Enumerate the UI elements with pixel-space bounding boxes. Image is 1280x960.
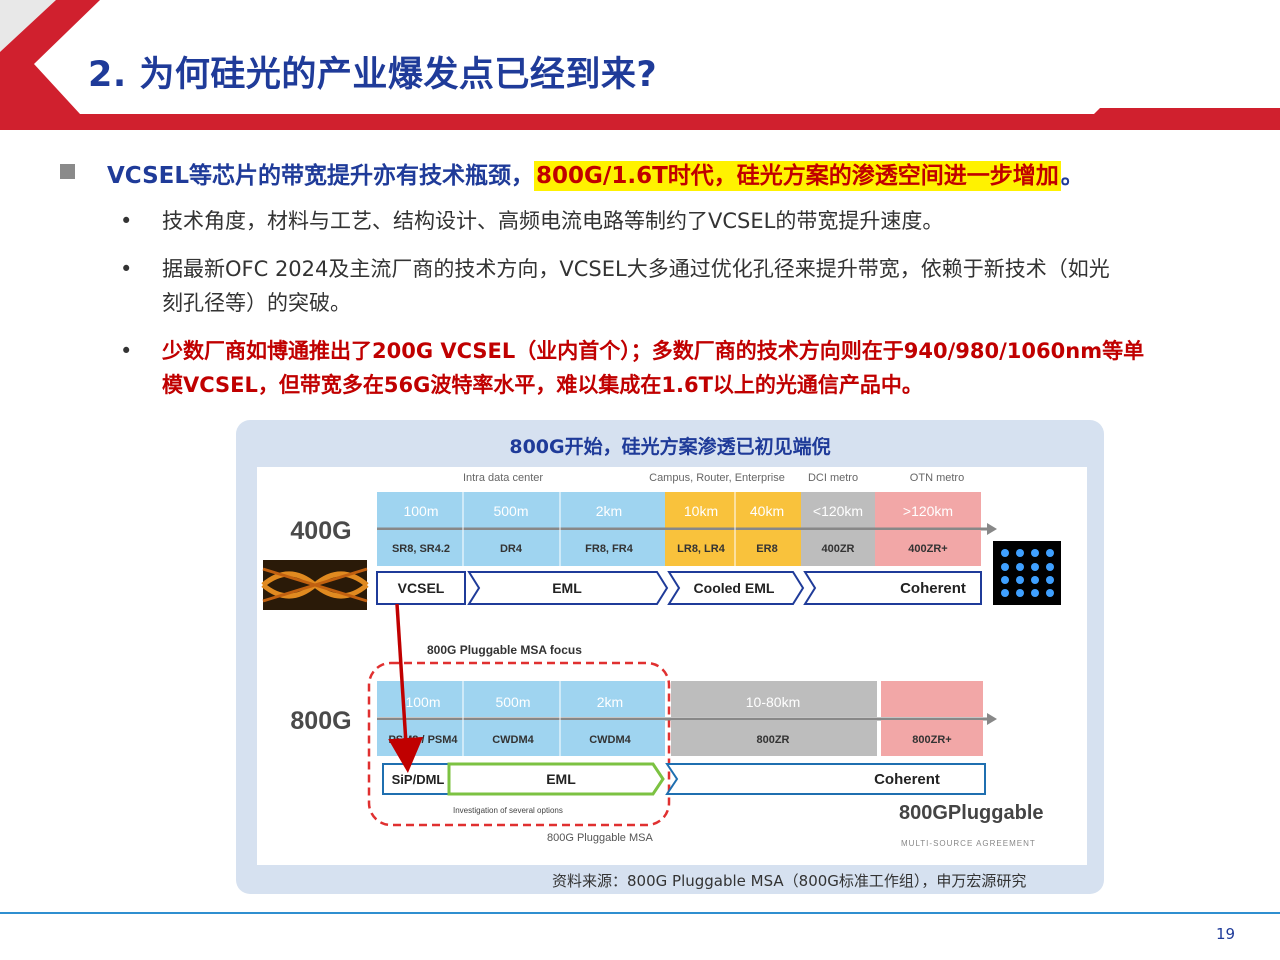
footer-divider bbox=[0, 912, 1280, 914]
distance-label: 100m bbox=[405, 694, 440, 710]
msa-label: 800G Pluggable MSA bbox=[547, 832, 653, 844]
category-label: DCI metro bbox=[808, 472, 858, 484]
range-bar-campus bbox=[665, 492, 801, 528]
square-bullet-icon bbox=[60, 164, 75, 179]
figure-diagram: Intra data center Campus, Router, Enterp… bbox=[257, 467, 1087, 865]
main-bullet-end: 。 bbox=[1060, 163, 1084, 189]
tech-label: SiP/DML bbox=[392, 772, 445, 787]
bullet-dot-icon: • bbox=[120, 209, 133, 233]
msa-focus-label: 800G Pluggable MSA focus bbox=[427, 643, 582, 657]
roadmap-diagram: Intra data center Campus, Router, Enterp… bbox=[261, 472, 1061, 848]
page-number: 19 bbox=[1216, 925, 1236, 943]
figure-title: 800G开始，硅光方案渗透已初见端倪 bbox=[509, 436, 831, 458]
tech-label: EML bbox=[546, 771, 576, 787]
range-bar-intra-dc bbox=[377, 492, 665, 528]
sub-bullet-text-line1: 据最新OFC 2024及主流厂商的技术方向，VCSEL大多通过优化孔径来提升带宽… bbox=[162, 257, 1110, 281]
standard-label: DR4 bbox=[500, 543, 523, 555]
tech-label: Coherent bbox=[900, 580, 966, 597]
distance-label: 2km bbox=[597, 694, 623, 710]
bullet-dot-icon: • bbox=[120, 257, 133, 281]
sub-bullet-text-line2: 模VCSEL，但带宽多在56G波特率水平，难以集成在1.6T以上的光通信产品中。 bbox=[162, 373, 923, 397]
tech-label: VCSEL bbox=[398, 580, 445, 596]
standard-label: CWDM4 bbox=[589, 734, 631, 746]
range-bar-otn bbox=[875, 492, 981, 528]
bullet-dot-icon: • bbox=[120, 339, 133, 363]
standard-label: 400ZR bbox=[821, 543, 854, 555]
sub-bullet-text: 技术角度，材料与工艺、结构设计、高频电流电路等制约了VCSEL的带宽提升速度。 bbox=[162, 209, 944, 233]
tech-label: Coherent bbox=[874, 771, 940, 788]
main-bullet-highlight: 800G/1.6T时代，硅光方案的渗透空间进一步增加 bbox=[534, 161, 1061, 191]
standard-label: SR8, SR4.2 bbox=[392, 543, 450, 555]
figure-panel: 800G开始，硅光方案渗透已初见端倪 Intra data center Cam… bbox=[236, 420, 1104, 894]
standard-label: ER8 bbox=[756, 543, 777, 555]
msa-logo-subtext: MULTI-SOURCE AGREEMENT bbox=[901, 839, 1036, 848]
distance-label: 10-80km bbox=[746, 694, 800, 710]
sub-bullet-text-line2: 刻孔径等）的突破。 bbox=[162, 291, 351, 315]
distance-label: 2km bbox=[596, 503, 622, 519]
category-label: Campus, Router, Enterprise bbox=[649, 472, 785, 484]
tech-row-400g bbox=[376, 571, 982, 605]
header-decoration bbox=[0, 0, 1280, 130]
distance-label: 10km bbox=[684, 503, 718, 519]
distance-label: 40km bbox=[750, 503, 784, 519]
range-bar-dci bbox=[801, 492, 875, 528]
main-bullet-text: VCSEL等芯片的带宽提升亦有技术瓶颈， bbox=[107, 163, 535, 189]
eye-diagram-icon bbox=[261, 560, 369, 610]
standard-label: 800ZR bbox=[756, 734, 789, 746]
category-label: OTN metro bbox=[910, 472, 964, 484]
row-label-400g: 400G bbox=[290, 517, 351, 545]
page-title: 2. 为何硅光的产业爆发点已经到来? bbox=[88, 55, 658, 95]
standard-label: 400ZR+ bbox=[908, 543, 947, 555]
msa-logo: 800GPluggable bbox=[899, 802, 1044, 824]
standard-label: FR8, FR4 bbox=[585, 543, 634, 555]
distance-label: 500m bbox=[495, 694, 530, 710]
source-note: 资料来源：800G Pluggable MSA（800G标准工作组），申万宏源研… bbox=[552, 872, 1027, 890]
standard-label: CWDM4 bbox=[492, 734, 534, 746]
tech-label: EML bbox=[552, 580, 582, 596]
distance-label: >120km bbox=[903, 503, 953, 519]
tech-label: Cooled EML bbox=[694, 580, 775, 596]
coherent-constellation-icon bbox=[993, 541, 1061, 605]
distance-label: 500m bbox=[493, 503, 528, 519]
row-label-800g: 800G bbox=[290, 707, 351, 735]
category-label: Intra data center bbox=[463, 472, 543, 484]
standard-label: LR8, LR4 bbox=[677, 543, 726, 555]
sub-bullet-text-line1: 少数厂商如博通推出了200G VCSEL（业内首个）；多数厂商的技术方向则在于9… bbox=[162, 339, 1145, 363]
standard-label: 800ZR+ bbox=[912, 734, 951, 746]
transition-arrow bbox=[388, 603, 424, 773]
investigation-note: Investigation of several options bbox=[453, 806, 563, 815]
tech-row-800g bbox=[382, 762, 986, 796]
standard-label: PSM8 / PSM4 bbox=[388, 734, 458, 746]
distance-label: 100m bbox=[403, 503, 438, 519]
distance-label: <120km bbox=[813, 503, 863, 519]
